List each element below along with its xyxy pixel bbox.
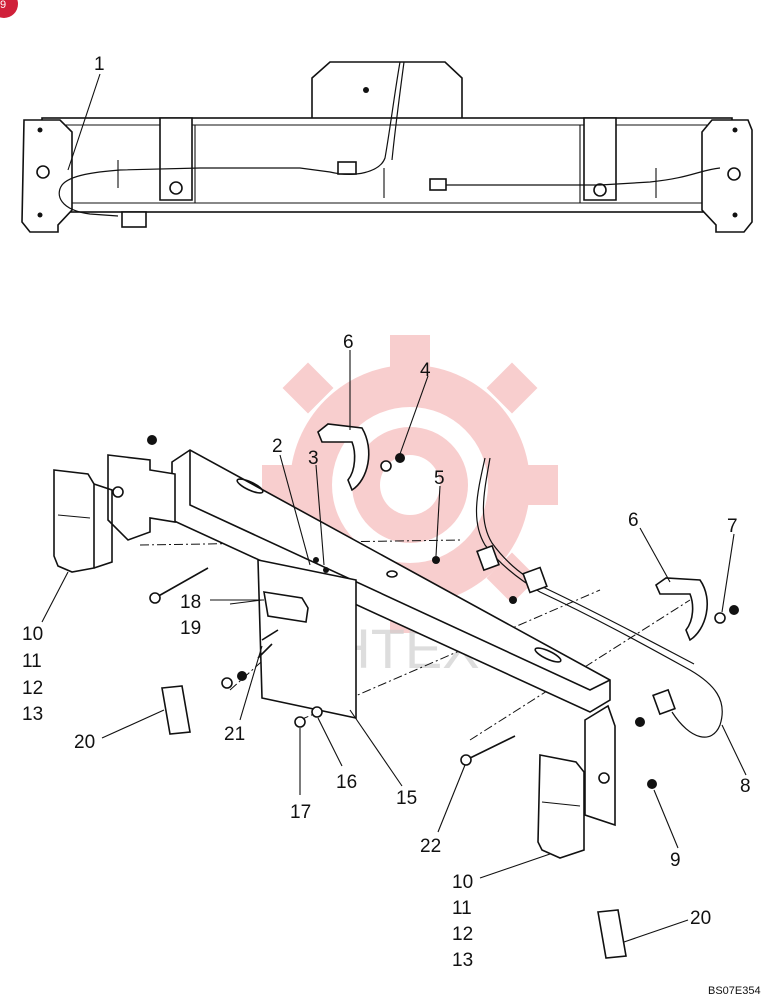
exploded-view-assembly [53, 423, 739, 959]
callout-20b: 20 [690, 908, 711, 929]
callout-13b: 13 [452, 950, 473, 971]
callout-19: 19 [180, 618, 201, 639]
callout-4: 4 [420, 360, 431, 381]
callout-6a: 6 [343, 332, 354, 353]
callout-9: 9 [670, 850, 681, 871]
callout-10a: 10 [22, 624, 43, 645]
callout-15: 15 [396, 788, 417, 809]
callout-3: 3 [308, 448, 319, 469]
leader-lines [41, 73, 747, 943]
callout-17: 17 [290, 802, 311, 823]
callout-20a: 20 [74, 732, 95, 753]
top-view-assembly [21, 61, 753, 233]
drawing-code: BS07E354 [708, 985, 761, 997]
callout-1: 1 [94, 54, 105, 75]
svg-text:9: 9 [0, 0, 6, 11]
callout-2: 2 [272, 436, 283, 457]
callout-16: 16 [336, 772, 357, 793]
callout-12b: 12 [452, 924, 473, 945]
callout-21: 21 [224, 724, 245, 745]
callout-11a: 11 [22, 651, 42, 672]
callout-6b: 6 [628, 510, 639, 531]
corner-badge: 9 [0, 0, 18, 18]
callout-labels: 1 2 3 4 5 6 6 7 8 9 10 11 12 13 10 11 12… [22, 54, 751, 971]
callout-12a: 12 [22, 678, 43, 699]
callout-7: 7 [727, 516, 738, 537]
callout-5: 5 [434, 468, 445, 489]
callout-18: 18 [180, 592, 201, 613]
callout-22: 22 [420, 836, 441, 857]
callout-8: 8 [740, 776, 751, 797]
callout-11b: 11 [452, 898, 472, 919]
callout-10b: 10 [452, 872, 473, 893]
callout-13a: 13 [22, 704, 43, 725]
